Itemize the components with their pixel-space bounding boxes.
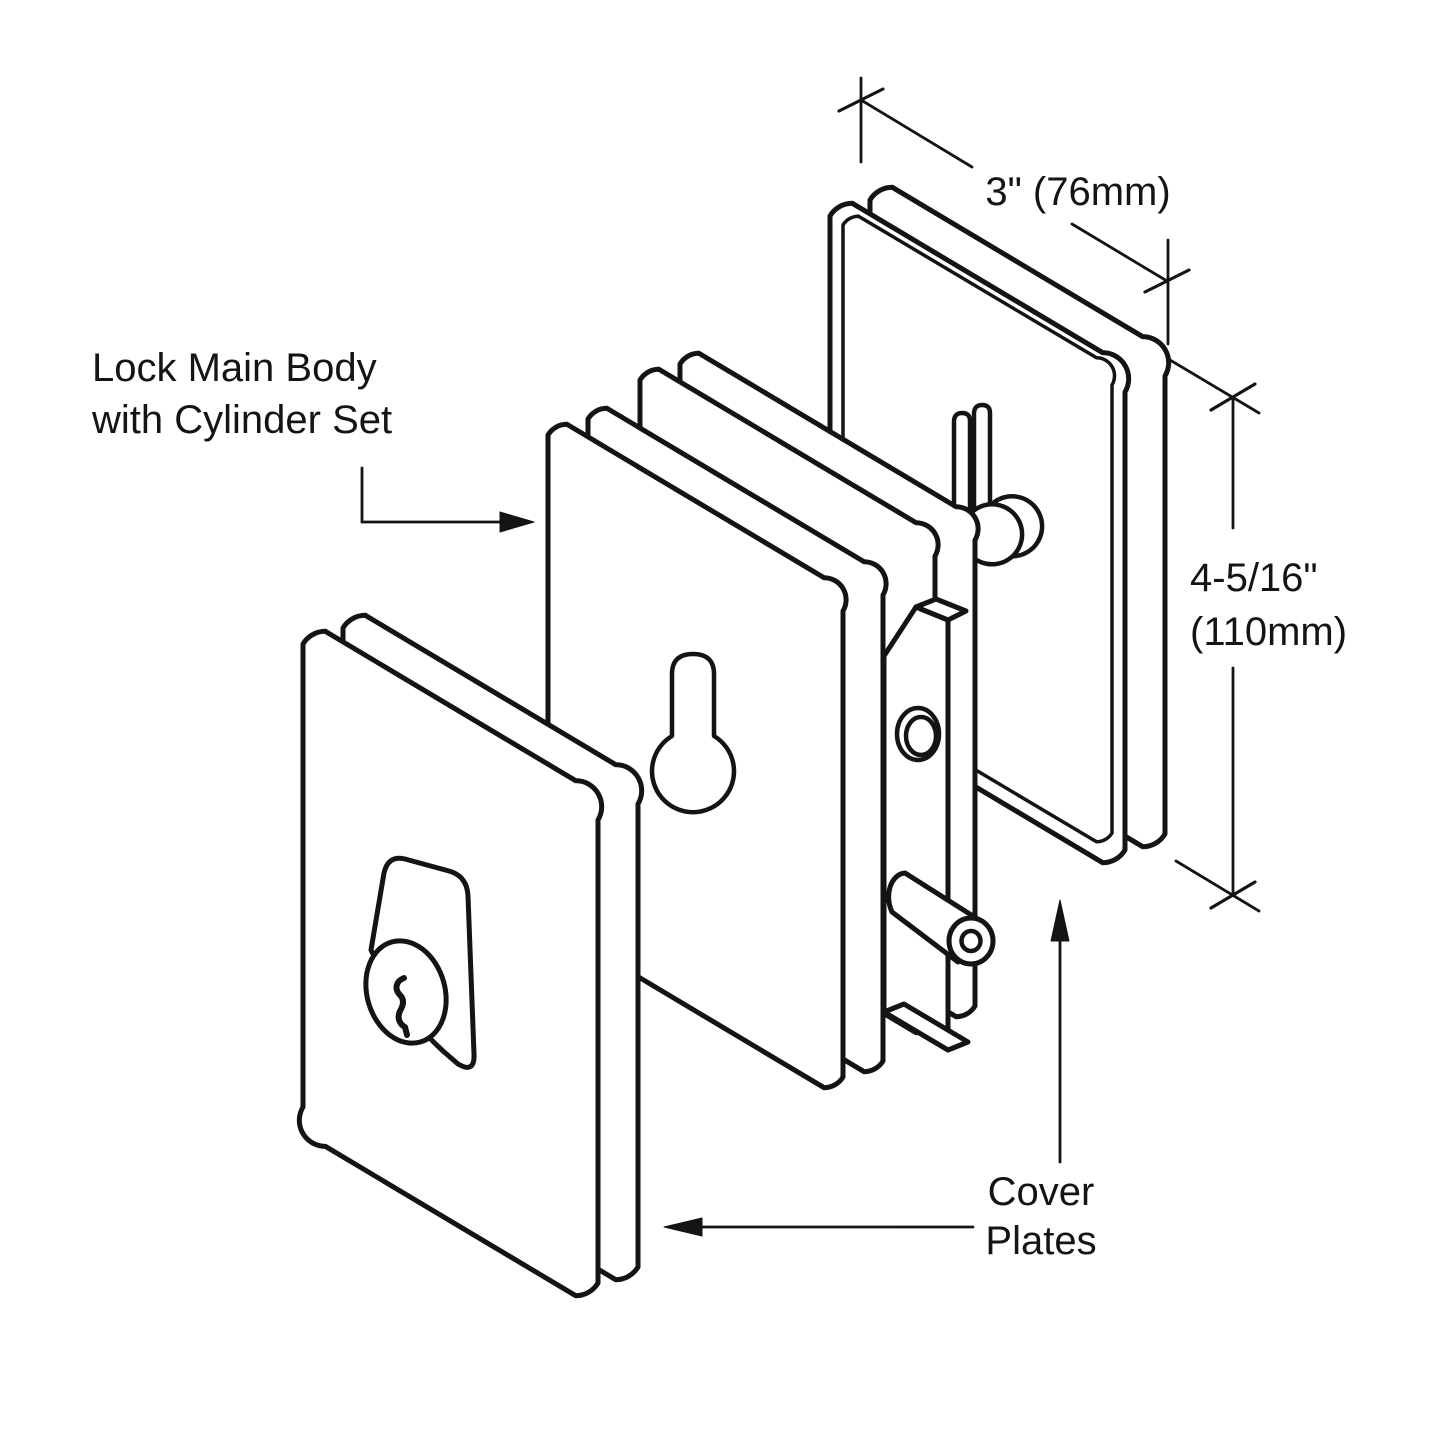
height-dimension-lines-shape [1209,880,1257,910]
latch-bar-shape [881,1001,971,1053]
lock-cylinder-shape [393,975,410,1038]
lock-body-leader-arrow-shape [499,511,535,533]
width-dimension-lines-shape [859,98,974,169]
cover-plates-label: Cover Plates [663,899,1097,1263]
lock-body-label-line1: Lock Main Body [92,346,377,390]
latch-bar-shape [913,596,969,623]
lock-cylinder [363,855,477,1070]
height-dimension-lines-shape [1168,358,1261,415]
lock-body-front-slab-shape [649,651,737,815]
width-dimension-text: 3" (76mm) [985,170,1170,214]
cover-plates-leader-arrows-shape [663,1217,703,1237]
height-dimension-text-mm: (110mm) [1190,610,1347,654]
cover-plates-leader-arrows [663,899,1070,1237]
height-dimension-lines-shape [1174,859,1261,913]
cover-plates-leader-arrows-shape [1050,899,1070,942]
locking-pin-shape [959,928,983,954]
height-dimension-lines-shape [1209,382,1257,412]
width-dimension-lines-shape [1070,222,1169,283]
height-dimension-text-inches: 4-5/16" [1190,556,1318,600]
lock-cylinder-shape [363,938,449,1046]
cover-plates-label-line1: Cover [988,1170,1095,1214]
lock-body-label: Lock Main Body with Cylinder Set [91,346,535,533]
width-dimension: 3" (76mm) [837,76,1191,346]
latch-bar-shape [903,714,939,758]
width-dimension-lines-shape [837,87,885,113]
height-dimension-lines [1168,358,1261,913]
cover-plates-label-line2: Plates [985,1219,1096,1263]
width-dimension-lines [837,76,1191,346]
latch-bar-shape [881,604,951,1053]
locking-pin [886,870,996,967]
width-dimension-lines-shape [1143,268,1191,294]
lock-body-label-line2: with Cylinder Set [91,398,392,442]
lock-body-leader-arrow [360,466,535,533]
height-dimension: 4-5/16" (110mm) [1168,358,1347,913]
